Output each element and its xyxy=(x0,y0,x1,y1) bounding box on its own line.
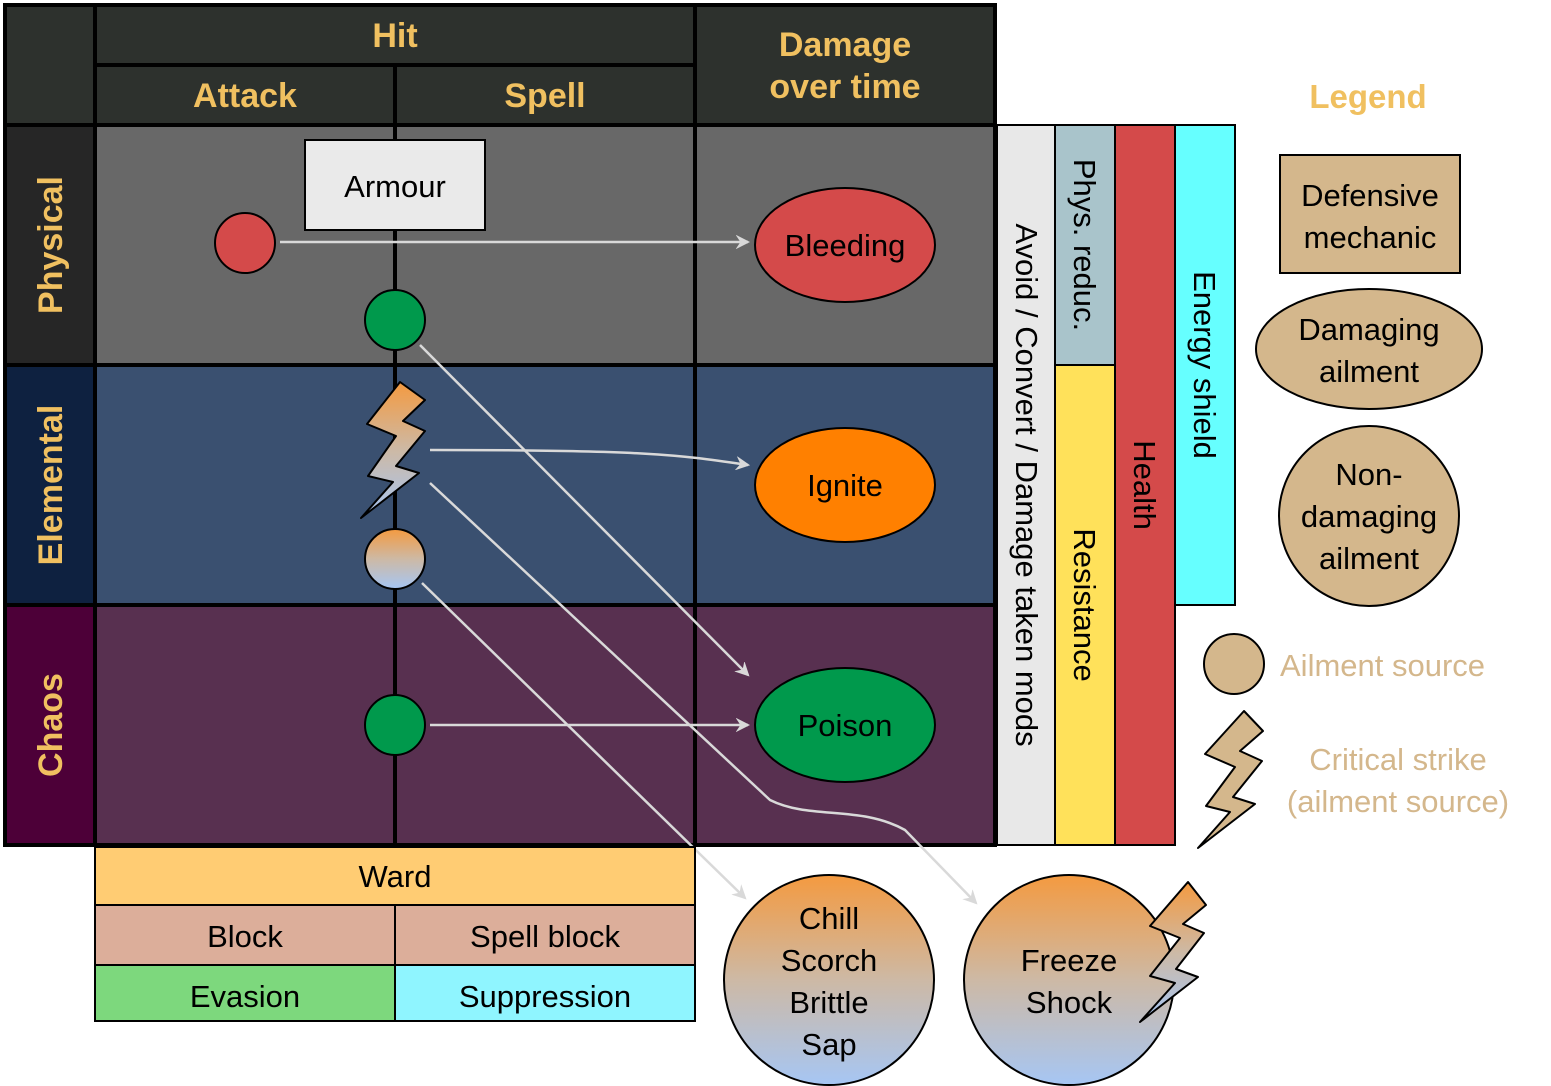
legend-damaging-line1: Damaging xyxy=(1298,312,1439,347)
legend-defensive-line2: mechanic xyxy=(1304,220,1437,255)
legend-defensive-line1: Defensive xyxy=(1301,178,1439,213)
armour-box xyxy=(304,139,486,231)
poison-label: Poison xyxy=(798,708,893,743)
ward-box xyxy=(94,846,696,906)
bleeding-label: Bleeding xyxy=(785,228,906,263)
shock-label: Shock xyxy=(1026,985,1113,1020)
ward-label: Ward xyxy=(359,859,432,894)
elemental-hit-source xyxy=(364,528,426,590)
suppression-box xyxy=(394,964,696,1022)
corner-cell xyxy=(5,5,95,125)
health-bar xyxy=(1114,124,1176,846)
arrow-crit-to-ignite xyxy=(429,448,748,465)
ignite-ailment xyxy=(754,427,936,543)
phys-reduc-label: Phys. reduc. xyxy=(1067,159,1102,331)
arrow-elemental-to-chill xyxy=(421,582,745,898)
armour-label: Armour xyxy=(344,169,446,204)
dot-header-line1: Damage xyxy=(779,26,911,64)
legend-defensive-box xyxy=(1279,154,1461,274)
suppression-label: Suppression xyxy=(459,979,631,1014)
spell-block-label: Spell block xyxy=(470,919,620,954)
hit-header-cell xyxy=(95,5,695,65)
sap-label: Sap xyxy=(801,1027,856,1062)
chaos-hit-source xyxy=(364,694,426,756)
elemental-label: Elemental xyxy=(32,405,70,566)
spell-block-box xyxy=(394,904,696,966)
grid-lines xyxy=(3,3,997,847)
chaos-label: Chaos xyxy=(32,673,70,777)
legend-nondamaging-line1: Non- xyxy=(1335,457,1402,492)
legend-nondamaging-line3: ailment xyxy=(1319,541,1419,576)
physical-attack-source xyxy=(214,212,276,274)
attack-header: Attack xyxy=(193,77,297,115)
resistance-bar xyxy=(1054,364,1116,846)
attack-header-cell xyxy=(95,65,395,125)
energy-shield-bar xyxy=(1174,124,1236,606)
energy-shield-label: Energy shield xyxy=(1187,271,1222,459)
legend-ailment-source-label: Ailment source xyxy=(1280,648,1485,683)
legend-damaging-ellipse xyxy=(1255,288,1483,410)
legend-nondamaging-line2: damaging xyxy=(1301,499,1437,534)
avoid-convert-label: Avoid / Convert / Damage taken mods xyxy=(1009,223,1044,746)
spell-header-cell xyxy=(395,65,695,125)
scorch-label: Scorch xyxy=(781,943,877,978)
dot-header-cell xyxy=(695,5,995,125)
arrows xyxy=(280,242,976,903)
legend-damaging-line2: ailment xyxy=(1319,354,1419,389)
legend-title: Legend xyxy=(1309,78,1426,115)
physical-hit-source xyxy=(364,289,426,351)
legend-nondamaging-circle xyxy=(1278,425,1460,607)
legend-crit-line2: (ailment source) xyxy=(1287,784,1509,819)
legend-crit-line1: Critical strike xyxy=(1309,742,1486,777)
avoid-convert-bar xyxy=(996,124,1056,846)
physical-label: Physical xyxy=(32,176,70,314)
evasion-label: Evasion xyxy=(190,979,300,1014)
spell-header: Spell xyxy=(504,77,585,115)
freeze-group-ailment xyxy=(963,874,1175,1086)
elemental-label-cell xyxy=(5,365,95,605)
arrow-crit-to-freeze xyxy=(429,482,976,903)
brittle-label: Brittle xyxy=(789,985,868,1020)
chill-group-ailment xyxy=(723,874,935,1086)
ignite-label: Ignite xyxy=(807,468,883,503)
health-label: Health xyxy=(1127,440,1162,530)
elemental-crit-icon xyxy=(360,381,426,519)
bleeding-ailment xyxy=(754,187,936,303)
chill-label: Chill xyxy=(799,901,859,936)
physical-label-cell xyxy=(5,125,95,365)
arrow-physical-to-poison xyxy=(419,344,748,675)
freeze-label: Freeze xyxy=(1021,943,1117,978)
block-label: Block xyxy=(207,919,283,954)
block-box xyxy=(94,904,396,966)
resistance-label: Resistance xyxy=(1067,528,1102,681)
freeze-crit-icon xyxy=(1139,881,1207,1023)
poison-ailment xyxy=(754,667,936,783)
chaos-label-cell xyxy=(5,605,95,845)
evasion-box xyxy=(94,964,396,1022)
legend-ailment-source-icon xyxy=(1203,633,1265,695)
legend-crit-icon xyxy=(1197,710,1264,849)
hit-header: Hit xyxy=(372,17,417,55)
dot-header-line2: over time xyxy=(769,68,920,106)
